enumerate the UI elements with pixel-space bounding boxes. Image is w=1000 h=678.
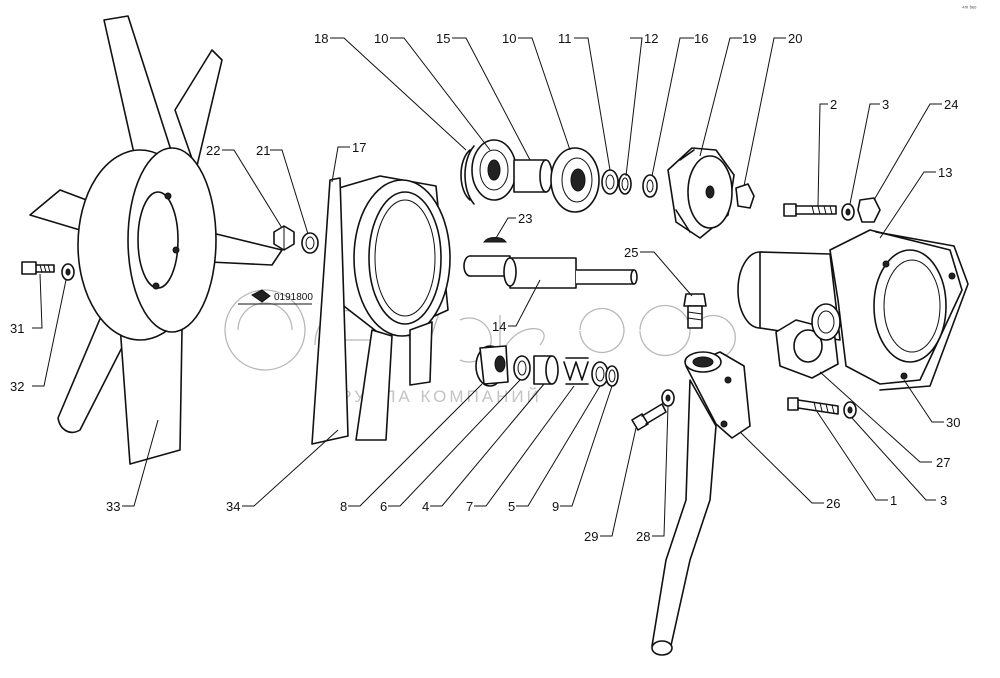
part-17-pulley	[331, 175, 451, 339]
callout-6: 6	[380, 499, 387, 514]
part-10-bearing-a	[471, 139, 517, 201]
part-27-gasket	[775, 303, 841, 379]
callout-26: 26	[826, 496, 840, 511]
callout-14: 14	[492, 319, 506, 334]
callout-31: 31	[10, 321, 24, 336]
part-3-washer-top	[841, 203, 855, 221]
callout-11: 11	[558, 31, 572, 46]
part-6-ring	[513, 355, 531, 381]
callout-7: 7	[466, 499, 473, 514]
part-23-key	[483, 237, 507, 243]
callout-3-top: 3	[882, 97, 889, 112]
part-4-sleeve	[533, 355, 559, 385]
callout-25: 25	[624, 245, 638, 260]
callout-5: 5	[508, 499, 515, 514]
drawing-code-stamp: 0191800	[238, 289, 313, 305]
callout-10-b: 10	[502, 31, 516, 46]
watermark-subtitle: ГРУППА КОМПАНИЙ	[328, 387, 542, 406]
callout-2: 2	[830, 97, 837, 112]
leader-lines	[32, 37, 944, 537]
part-25-sensor	[683, 293, 707, 329]
callout-33: 33	[106, 499, 120, 514]
callout-23: 23	[518, 211, 532, 226]
part-24-plug	[857, 197, 881, 223]
part-21-washer	[301, 232, 319, 254]
part-33-fan	[29, 15, 283, 465]
callout-13: 13	[938, 165, 952, 180]
callout-labels: 18 10 15 10 11 12 16 19 20 2 3 24 13 22 …	[10, 31, 960, 544]
callout-17: 17	[352, 140, 366, 155]
part-11-ring	[601, 169, 619, 195]
callout-8: 8	[340, 499, 347, 514]
part-29-bolt	[631, 403, 667, 431]
part-31-bolt	[21, 261, 55, 275]
part-20-bushing	[735, 183, 755, 209]
callout-20: 20	[788, 31, 802, 46]
callout-15: 15	[436, 31, 450, 46]
part-34-belt	[311, 177, 433, 445]
callout-3-bottom: 3	[940, 493, 947, 508]
callout-1: 1	[890, 493, 897, 508]
callout-32: 32	[10, 379, 24, 394]
part-8-seal-housing	[475, 345, 509, 387]
part-13-pump-housing	[737, 229, 963, 385]
callout-18: 18	[314, 31, 328, 46]
callout-24: 24	[944, 97, 958, 112]
callout-4: 4	[422, 499, 429, 514]
part-28-washer	[661, 389, 675, 407]
part-32-washer	[61, 263, 75, 281]
part-12-ring	[618, 173, 632, 195]
callout-9: 9	[552, 499, 559, 514]
callout-12: 12	[644, 31, 658, 46]
callout-34: 34	[226, 499, 240, 514]
callout-27: 27	[936, 455, 950, 470]
part-1-bolt	[787, 397, 839, 415]
callout-21: 21	[256, 143, 270, 158]
part-15-spacer	[513, 159, 553, 193]
part-16-seal	[642, 174, 658, 198]
part-2-bolt	[783, 203, 837, 217]
part-3-washer-bottom	[843, 401, 857, 419]
part-26-outlet-pipe	[651, 351, 751, 656]
part-14-shaft	[463, 255, 638, 289]
part-19-impeller	[667, 147, 735, 239]
drawing-code: 0191800	[274, 292, 313, 303]
part-18-circlip	[460, 145, 475, 205]
part-30-gasket	[875, 231, 969, 391]
part-10-bearing-b	[550, 147, 600, 213]
callout-28: 28	[636, 529, 650, 544]
corner-mark: ⁴ᵐ ᵇᵉᵒ	[962, 5, 977, 12]
callout-10-a: 10	[374, 31, 388, 46]
part-22-nut	[273, 225, 295, 251]
callout-22: 22	[206, 143, 220, 158]
part-7-spring	[563, 357, 589, 385]
callout-19: 19	[742, 31, 756, 46]
part-9-ring	[605, 365, 619, 387]
callout-16: 16	[694, 31, 708, 46]
callout-29: 29	[584, 529, 598, 544]
callout-30: 30	[946, 415, 960, 430]
